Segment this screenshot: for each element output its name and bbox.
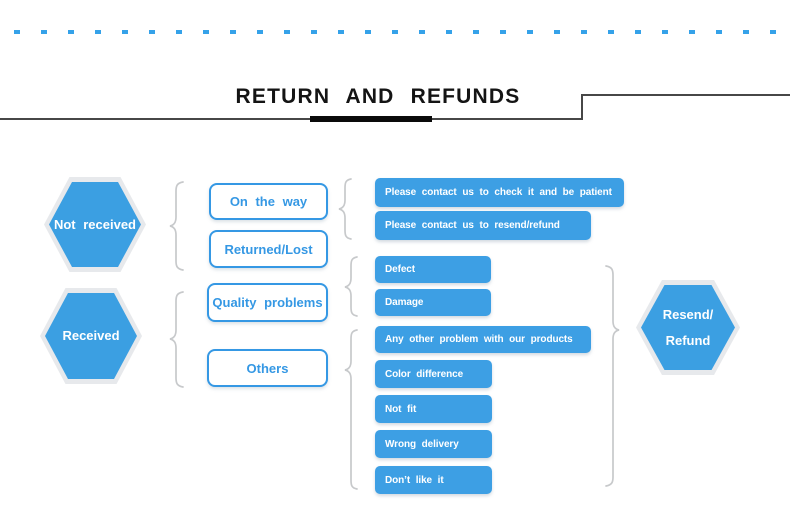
hexagon-received: Received bbox=[40, 288, 142, 384]
title-underline-bar bbox=[310, 116, 432, 122]
reason-label: Defect bbox=[385, 264, 415, 275]
brace-icon-not-received-group bbox=[169, 181, 184, 271]
hexagon-resend-refund: Resend/ Refund bbox=[636, 280, 740, 375]
hexagon-not-received: Not received bbox=[44, 177, 146, 272]
reason-box-resend-refund: Please contact us to resend/refund bbox=[375, 211, 591, 240]
hexagon-label: Not received bbox=[53, 216, 137, 232]
reason-label: Color difference bbox=[385, 368, 464, 380]
brace-icon-resend-refund-result bbox=[605, 265, 620, 487]
reason-box-not-fit: Not fit bbox=[375, 395, 492, 423]
hexagon-fill bbox=[641, 285, 735, 370]
header-rule-left bbox=[0, 118, 582, 120]
category-label: Others bbox=[246, 360, 289, 376]
brace-icon-others-group bbox=[344, 329, 358, 490]
reason-box-defect: Defect bbox=[375, 256, 491, 283]
hexagon-label: Received bbox=[62, 328, 120, 343]
brace-icon-received-group bbox=[169, 291, 184, 388]
top-dashed-divider bbox=[14, 30, 778, 34]
category-label: Quality problems bbox=[212, 295, 323, 310]
refund-line: Refund bbox=[665, 332, 711, 348]
reason-box-dont-like-it: Don’t like it bbox=[375, 466, 492, 494]
hexagon-fill bbox=[45, 293, 137, 379]
category-box-quality-problems: Quality problems bbox=[207, 283, 328, 322]
page-title: RETURN AND REFUNDS bbox=[235, 85, 521, 108]
brace-icon-quality-group bbox=[344, 256, 358, 317]
reason-box-damage: Damage bbox=[375, 289, 491, 316]
header-rule-right bbox=[581, 94, 790, 96]
category-box-others: Others bbox=[207, 349, 328, 387]
reason-label: Please contact us to check it and be pat… bbox=[385, 187, 612, 198]
reason-box-wrong-delivery: Wrong delivery bbox=[375, 430, 492, 458]
reason-label: Please contact us to resend/refund bbox=[385, 220, 560, 231]
category-label: On the way bbox=[229, 194, 308, 209]
reason-label: Any other problem with our products bbox=[385, 334, 573, 345]
reason-box-color-difference: Color difference bbox=[375, 360, 492, 388]
reason-label: Don’t like it bbox=[385, 474, 444, 486]
resend-line: Resend/ bbox=[662, 306, 714, 322]
category-box-on-the-way: On the way bbox=[209, 183, 328, 220]
category-box-returned-lost: Returned/Lost bbox=[209, 230, 328, 268]
category-label: Returned/Lost bbox=[224, 241, 313, 257]
reason-label: Damage bbox=[385, 297, 424, 308]
header-rule-step bbox=[581, 94, 583, 120]
reason-box-any-other-problem: Any other problem with our products bbox=[375, 326, 591, 353]
reason-label: Not fit bbox=[385, 403, 417, 415]
reason-label: Wrong delivery bbox=[385, 438, 459, 450]
reason-box-check-and-be-patient: Please contact us to check it and be pat… bbox=[375, 178, 624, 207]
hexagon-label: Resend/ Refund bbox=[663, 302, 714, 354]
brace-icon-on-the-way-group bbox=[338, 178, 352, 240]
hexagon-fill bbox=[49, 182, 141, 267]
